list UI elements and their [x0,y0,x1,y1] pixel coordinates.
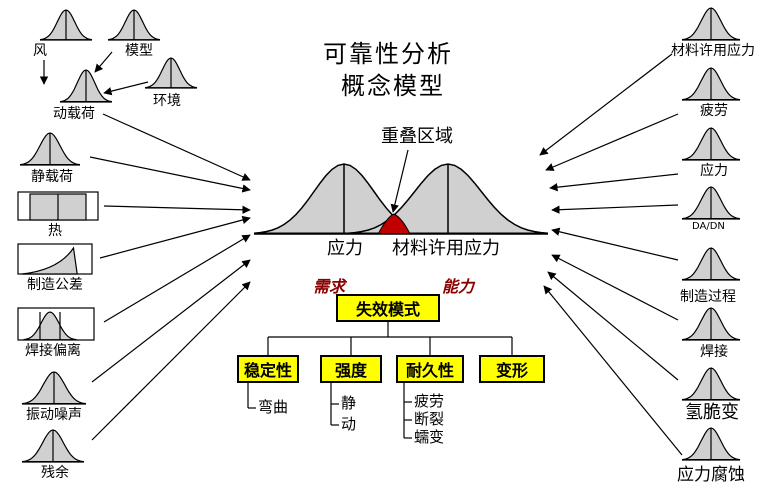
model-label: 模型 [125,43,153,59]
manufacturing-tolerance-label: 制造公差 [27,277,83,293]
wind-distribution-icon [39,9,93,41]
model-distribution-icon [107,9,161,41]
arrow-overlap [390,149,409,213]
demand-label: 需求 [313,277,346,296]
failure-mode-box: 失效模式 [336,294,440,322]
vibration-noise-distribution-icon [21,371,87,405]
manufacturing-tolerance-distribution-icon [17,243,93,275]
arrow-heat [103,205,251,214]
arrow-vibration [91,259,251,383]
hydrogen-embrittlement-label: 氢脆变 [685,402,739,423]
arrow-welding [551,254,679,321]
overlap-region [377,213,411,235]
arrow-tolerance [99,215,251,259]
manufacturing-process-label: 制造过程 [680,289,736,305]
durability-item-creep: 蠕变 [414,428,445,446]
weld-eccentricity-distribution-icon [17,307,95,341]
stability-item-bending: 弯曲 [258,398,289,416]
static-load-label: 静载荷 [31,169,73,185]
dynamic-load-distribution-icon [59,69,113,103]
arrow-fatigue [545,113,679,171]
heat-distribution-icon [17,191,99,221]
mode-deformation-box: 变形 [479,355,545,383]
allowable-stress-distribution-icon [681,7,741,41]
stress-corrosion-label: 应力腐蚀 [677,465,745,485]
strength-label: 材料许用应力 [392,238,500,259]
environment-distribution-icon [144,57,198,89]
arrow-stress-factor [549,173,679,192]
heat-label: 热 [48,223,62,239]
arrow-allowable [539,53,673,156]
environment-label: 环境 [153,93,181,109]
welding-distribution-icon [681,307,741,341]
dynamic-load-label: 动载荷 [53,106,95,122]
mode-strength-box: 强度 [320,355,382,383]
fatigue-label: 疲劳 [700,103,728,119]
arrow-env-to-dynamic [103,81,149,96]
arrow-hydrogen [547,271,679,381]
arrow-dadn [551,204,679,214]
static-load-distribution-icon [19,132,81,166]
residual-label: 残余 [41,465,69,481]
durability-item-fatigue: 疲劳 [414,392,445,410]
da-dn-distribution-icon [681,186,741,220]
fatigue-distribution-icon [681,67,741,101]
arrow-weld [103,234,251,323]
overlap-label: 重叠区域 [381,126,453,147]
durability-item-fracture: 断裂 [414,410,445,428]
arrow-residual [91,281,251,441]
stress-label: 应力 [327,238,363,259]
stress-factor-label: 应力 [700,163,728,179]
da-dn-label: DA/DN [692,221,725,232]
capacity-label: 能力 [442,277,475,296]
diagram-title-line1: 可靠性分析 [323,40,453,68]
stress-distribution-icon [681,127,741,161]
manufacturing-process-distribution-icon [681,247,741,281]
mode-durability-box: 耐久性 [396,355,464,383]
allowable-stress-label: 材料许用应力 [671,43,755,59]
strength-item-dynamic: 动 [341,415,357,433]
weld-eccentricity-label: 焊接偏离 [25,343,81,359]
mode-stability-box: 稳定性 [237,355,299,383]
strength-item-static: 静 [341,394,357,412]
residual-distribution-icon [21,429,85,463]
arrow-manufacturing [551,227,679,261]
arrow-static [89,156,251,193]
arrow-dynamic [102,113,251,181]
vibration-noise-label: 振动噪声 [26,407,82,423]
hydrogen-embrittlement-distribution-icon [681,367,741,401]
diagram-title-line2: 概念模型 [341,72,445,100]
arrow-corrosion [543,285,683,456]
welding-label: 焊接 [700,344,728,360]
arrow-model-to-dynamic [94,51,113,73]
stress-corrosion-distribution-icon [681,427,741,461]
wind-label: 风 [33,43,47,59]
